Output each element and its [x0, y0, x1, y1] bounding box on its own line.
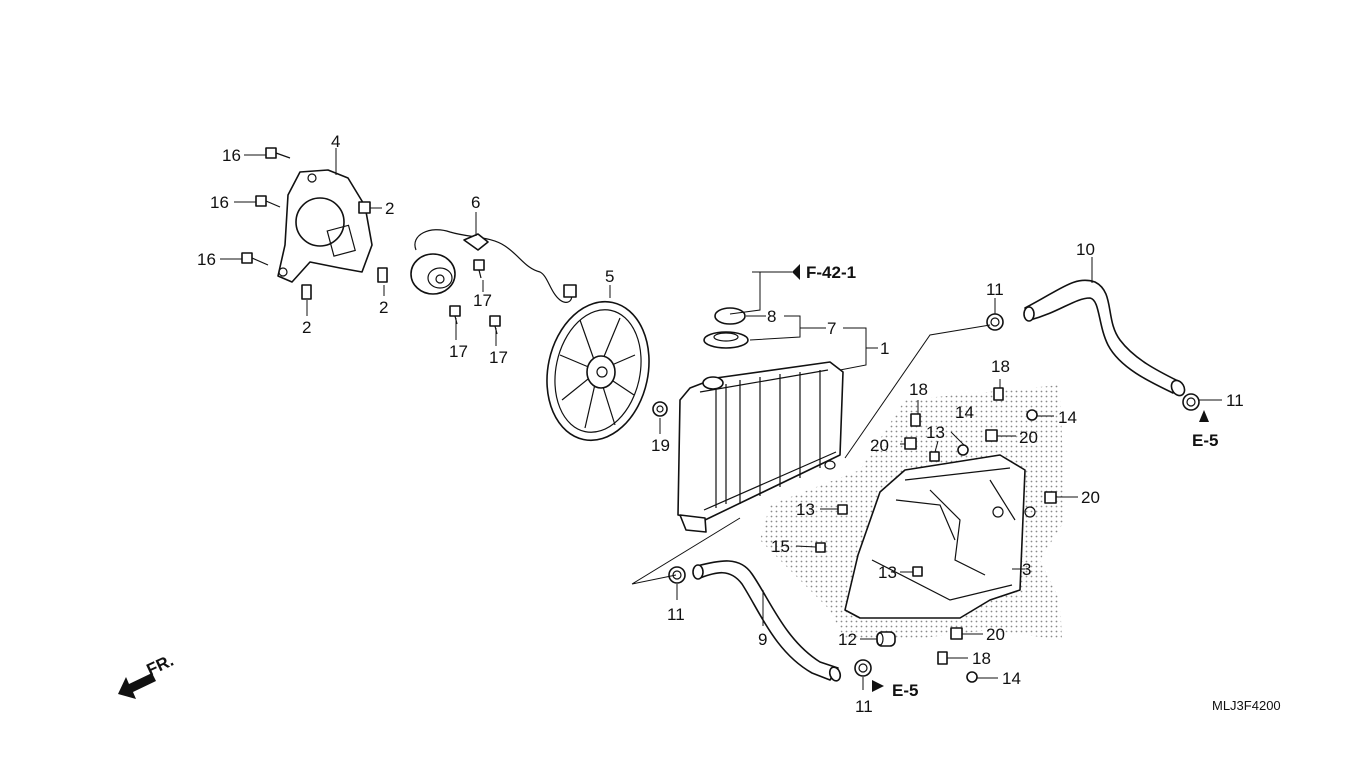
callout-2-a: 2: [385, 199, 394, 218]
bolt-14-a: [957, 444, 969, 456]
callout-11-c: 11: [667, 605, 685, 624]
callout-13-c: 13: [878, 563, 897, 582]
callout-16-b: 16: [210, 193, 229, 212]
radiator-cap: [703, 331, 749, 349]
arrow-e5-top: [1199, 410, 1209, 422]
callout-1: 1: [880, 339, 889, 358]
callout-2-c: 2: [302, 318, 311, 337]
callout-18-c: 18: [972, 649, 991, 668]
clip-20-b: [985, 429, 998, 442]
bolt-17-c: [489, 315, 501, 335]
callout-14-c: 14: [1002, 669, 1021, 688]
callout-11-d: 11: [855, 697, 873, 716]
callout-16-a: 16: [222, 146, 241, 165]
diagram-code: MLJ3F4200: [1212, 698, 1281, 713]
ref-e5-top: E-5: [1192, 431, 1218, 450]
callout-13-a: 13: [926, 423, 945, 442]
clamp-11-c: [668, 566, 686, 584]
radiator: [677, 361, 844, 533]
fan-bracket: [277, 169, 373, 283]
nut-2-b: [377, 267, 388, 283]
ref-f42: F-42-1: [806, 263, 856, 282]
bolt-13-b: [837, 504, 848, 515]
arrow-f42: [792, 264, 800, 280]
callout-20-d: 20: [986, 625, 1005, 644]
callout-10: 10: [1076, 240, 1095, 259]
bolt-13-c: [912, 566, 923, 577]
callout-14-b: 14: [1058, 408, 1077, 427]
clip-20-d: [950, 627, 963, 640]
callout-2-b: 2: [379, 298, 388, 317]
callout-19: 19: [651, 436, 670, 455]
callout-3: 3: [1022, 560, 1031, 579]
ref-e5-bottom: E-5: [892, 681, 918, 700]
callout-5: 5: [605, 267, 614, 286]
callout-7: 7: [827, 319, 836, 338]
callout-4: 4: [331, 132, 340, 151]
callout-20-c: 20: [1081, 488, 1100, 507]
bolt-16-c: [241, 252, 269, 266]
callout-6: 6: [471, 193, 480, 212]
callout-14-a: 14: [955, 403, 974, 422]
fan-shroud: [844, 454, 1036, 619]
callout-8: 8: [767, 307, 776, 326]
bolt-16-a: [265, 147, 291, 159]
callout-17-b: 17: [449, 342, 468, 361]
clip-18-c: [937, 651, 948, 665]
nut-2-c: [301, 284, 312, 300]
bolt-13-a: [929, 451, 940, 462]
clamp-11-a: [986, 313, 1004, 331]
bolt-14-b: [1026, 409, 1038, 421]
bolt-14-c: [966, 671, 978, 683]
grommet-12: [876, 631, 896, 647]
callout-18-b: 18: [909, 380, 928, 399]
hose-10: [1023, 279, 1186, 397]
callout-18-a: 18: [991, 357, 1010, 376]
clamp-11-d: [854, 659, 872, 677]
cooling-fan: [546, 300, 650, 442]
arrow-e5-bottom: [872, 680, 884, 692]
callout-16-c: 16: [197, 250, 216, 269]
gasket-8: [714, 307, 746, 325]
callout-17-a: 17: [473, 291, 492, 310]
clip-20-a: [904, 437, 917, 450]
callout-20-a: 20: [870, 436, 889, 455]
callout-9: 9: [758, 630, 767, 649]
front-arrow-icon: [118, 673, 156, 699]
callout-11-b: 11: [1226, 391, 1244, 410]
callout-12: 12: [838, 630, 857, 649]
callout-17-c: 17: [489, 348, 508, 367]
hose-9: [692, 560, 842, 682]
clamp-11-b: [1182, 393, 1200, 411]
clip-20-c: [1044, 491, 1057, 504]
bolt-16-b: [255, 195, 281, 208]
callout-15: 15: [771, 537, 790, 556]
leader-lines: [220, 148, 1222, 690]
clip-18-a: [910, 413, 921, 427]
nut-2-a: [358, 201, 371, 214]
bolt-17-a: [473, 259, 485, 279]
fan-motor: [410, 229, 577, 303]
callout-20-b: 20: [1019, 428, 1038, 447]
nut-19: [652, 401, 668, 417]
bolt-17-b: [449, 305, 461, 325]
bolt-15: [815, 542, 826, 553]
clip-18-b: [993, 387, 1004, 401]
callout-13-b: 13: [796, 500, 815, 519]
callout-11-a: 11: [986, 280, 1004, 299]
